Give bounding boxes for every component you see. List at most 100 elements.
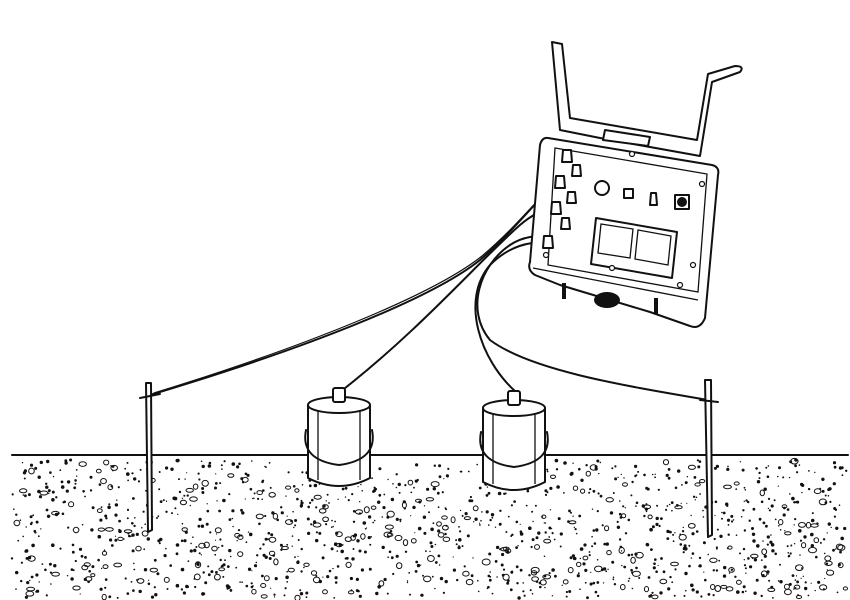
- terminal[interactable]: [554, 175, 566, 189]
- soil-speckle: [375, 591, 379, 596]
- soil-speckle: [653, 562, 656, 565]
- soil-speckle: [821, 477, 825, 481]
- soil-speckle: [273, 558, 279, 566]
- terminal[interactable]: [560, 217, 571, 230]
- soil-speckle: [81, 523, 84, 526]
- soil-speckle: [601, 524, 604, 527]
- soil-speckle: [472, 505, 479, 512]
- soil-speckle: [704, 578, 707, 582]
- soil-speckle: [45, 485, 49, 489]
- soil-speckle: [617, 476, 619, 479]
- soil-speckle: [833, 515, 837, 518]
- soil-speckle: [756, 480, 761, 484]
- soil-speckle: [280, 548, 283, 551]
- soil-speckle: [279, 543, 283, 547]
- soil-speckle: [183, 539, 187, 543]
- soil-speckle: [437, 529, 441, 533]
- soil-speckle: [585, 470, 591, 477]
- soil-speckle: [777, 485, 779, 487]
- soil-speckle: [420, 593, 424, 597]
- soil-speckle: [690, 557, 693, 559]
- soil-speckle: [201, 491, 205, 494]
- soil-speckle: [422, 515, 427, 519]
- soil-speckle: [97, 558, 100, 562]
- soil-speckle: [667, 468, 671, 471]
- soil-speckle: [98, 483, 102, 486]
- soil-speckle: [269, 486, 272, 489]
- soil-speckle: [730, 520, 734, 523]
- soil-speckle: [691, 532, 695, 536]
- soil-speckle: [165, 510, 168, 513]
- soil-speckle: [616, 520, 619, 524]
- soil-speckle: [345, 556, 349, 560]
- soil-speckle: [296, 497, 299, 501]
- soil-speckle: [432, 522, 435, 525]
- soil-speckle: [500, 563, 504, 567]
- soil-speckle: [207, 573, 211, 577]
- soil-speckle: [505, 531, 508, 533]
- toggle-switch[interactable]: [649, 192, 658, 206]
- soil-speckle: [116, 499, 118, 501]
- soil-speckle: [285, 519, 294, 525]
- terminal[interactable]: [571, 164, 582, 177]
- soil-speckle: [256, 554, 259, 557]
- soil-speckle: [337, 498, 339, 500]
- soil-speckle: [189, 496, 198, 502]
- soil-speckle: [108, 503, 111, 506]
- soil-speckle: [743, 529, 747, 532]
- soil-speckle: [415, 463, 419, 467]
- soil-speckle: [181, 497, 184, 499]
- soil-speckle: [489, 518, 492, 522]
- soil-speckle: [568, 520, 577, 525]
- terminal[interactable]: [566, 191, 577, 204]
- soil-speckle: [528, 526, 532, 530]
- terminal[interactable]: [561, 149, 573, 163]
- soil-speckle: [672, 540, 675, 543]
- terminal[interactable]: [542, 235, 554, 249]
- soil-speckle: [467, 470, 470, 473]
- soil-speckle: [749, 565, 753, 569]
- soil-speckle: [722, 574, 727, 578]
- soil-speckle: [37, 535, 40, 538]
- soil-speckle: [596, 559, 599, 561]
- soil-speckle: [515, 546, 518, 549]
- soil-speckle: [488, 578, 492, 582]
- soil-speckle: [699, 493, 701, 495]
- soil-speckle: [489, 571, 492, 573]
- terminal[interactable]: [550, 201, 562, 215]
- soil-speckle: [647, 514, 653, 520]
- soil-speckle: [733, 481, 740, 486]
- soil-speckle: [95, 468, 102, 474]
- soil-speckle: [165, 466, 169, 470]
- soil-speckle: [131, 533, 135, 537]
- soil-speckle: [312, 576, 321, 584]
- soil-speckle: [751, 557, 754, 559]
- soil-speckle: [202, 592, 206, 595]
- soil-speckle: [163, 576, 170, 583]
- soil-speckle: [17, 539, 20, 542]
- soil-speckle: [404, 550, 408, 553]
- soil-speckle: [394, 534, 403, 542]
- soil-speckle: [652, 473, 654, 476]
- soil-speckle: [596, 594, 600, 598]
- knob-icon[interactable]: [594, 180, 610, 196]
- soil-speckle: [99, 518, 103, 522]
- soil-speckle: [114, 513, 118, 517]
- soil-speckle: [643, 514, 646, 518]
- soil-speckle: [184, 478, 186, 480]
- soil-speckle: [55, 496, 58, 499]
- soil-speckle: [817, 580, 821, 584]
- soil-speckle: [592, 581, 596, 585]
- soil-speckle: [459, 509, 462, 512]
- soil-speckle: [131, 472, 134, 475]
- switch-button[interactable]: [623, 188, 634, 199]
- soil-speckle: [75, 469, 78, 471]
- terminals: [542, 149, 582, 249]
- soil-speckle: [828, 487, 832, 491]
- soil-speckle: [628, 577, 631, 580]
- soil-speckle: [67, 526, 70, 529]
- soil-speckle: [551, 595, 554, 597]
- soil-speckle: [313, 494, 322, 500]
- soil-speckle: [741, 590, 745, 594]
- soil-speckle: [244, 498, 246, 500]
